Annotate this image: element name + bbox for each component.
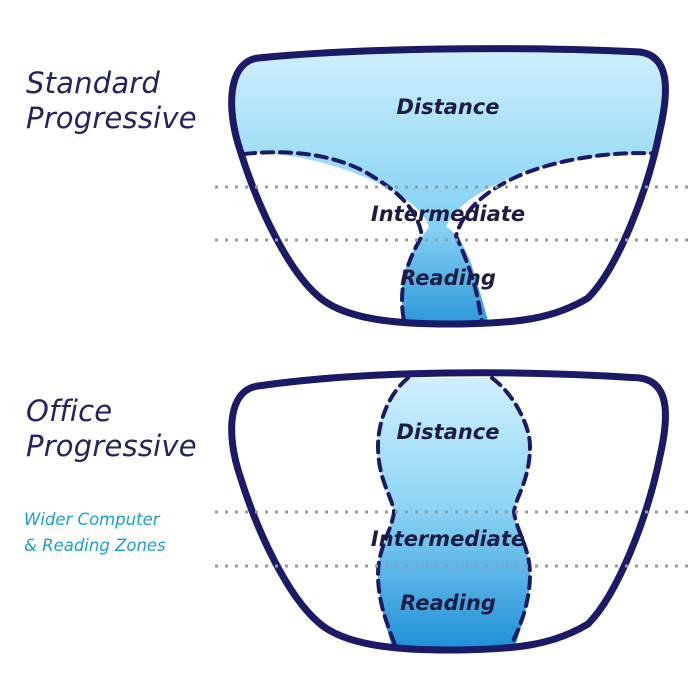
standard-intermediate-label: Intermediate [371, 202, 525, 226]
office-lens-frame [228, 369, 669, 654]
office-distance-label: Distance [397, 420, 500, 444]
standard-corridor-zone [401, 226, 492, 324]
standard-progressive-title: Standard Progressive [26, 66, 197, 137]
wider-zones-note: Wider Computer & Reading Zones [24, 507, 166, 560]
note-line1: Wider Computer [24, 510, 160, 529]
standard-distance-zone [231, 48, 666, 232]
standard-zone-boundary-right [453, 151, 664, 324]
office-intermediate-label: Intermediate [371, 527, 525, 551]
office-title-line2: Progressive [26, 429, 197, 464]
office-title-line1: Office [26, 394, 113, 428]
note-line2: & Reading Zones [24, 536, 166, 556]
office-zone-boundary [375, 376, 533, 650]
standard-lens-frame [228, 45, 669, 328]
standard-title-line2: Progressive [26, 101, 197, 136]
office-viewing-zone [378, 378, 530, 650]
office-progressive-title: Office Progressive [26, 394, 197, 465]
office-reading-label: Reading [400, 591, 496, 615]
standard-title-line1: Standard [26, 66, 161, 100]
office-lens: Distance Intermediate Reading [215, 369, 690, 654]
standard-distance-label: Distance [397, 95, 500, 119]
standard-zone-boundary [242, 150, 425, 324]
standard-reading-label: Reading [400, 266, 496, 290]
standard-lens: Distance Intermediate Reading [215, 45, 690, 328]
